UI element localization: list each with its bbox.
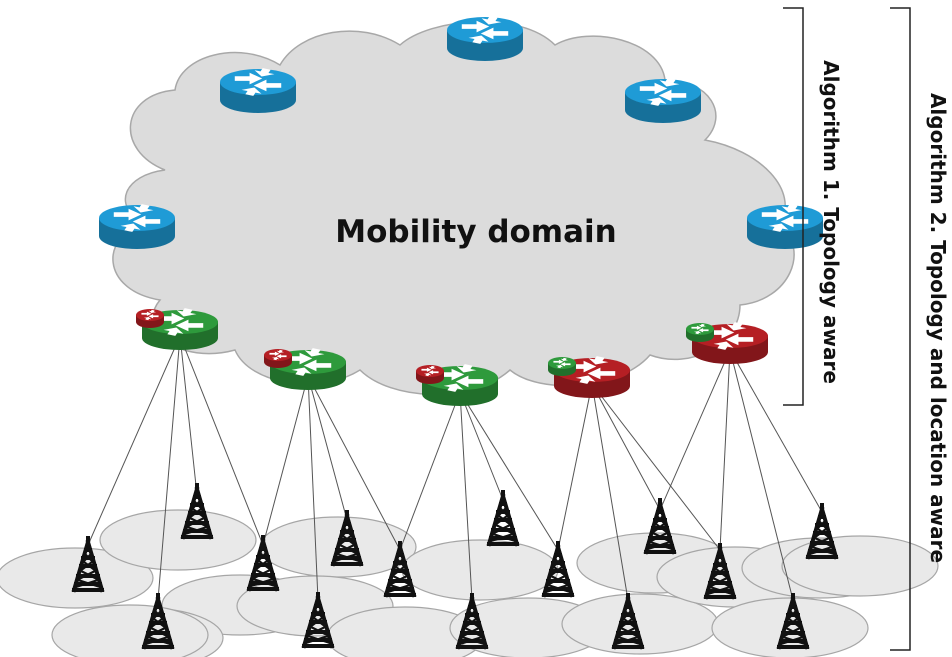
- access-link: [659, 349, 731, 511]
- access-link: [157, 335, 181, 601]
- access-link: [307, 375, 348, 521]
- access-link: [557, 383, 593, 551]
- coverage-cell: [401, 539, 559, 601]
- access-link: [262, 375, 309, 546]
- access-router-icon: [548, 356, 630, 398]
- access-link: [307, 375, 401, 551]
- access-link: [179, 335, 264, 546]
- core-routers: [99, 16, 823, 249]
- access-router-icon: [686, 322, 768, 364]
- core-router-icon: [747, 204, 823, 249]
- access-link: [399, 391, 461, 551]
- mobility-domain-label: Mobility domain: [335, 214, 616, 250]
- access-link: [729, 349, 794, 601]
- access-router-icon: [264, 348, 346, 390]
- access-link: [179, 335, 198, 496]
- tower-icon: [485, 488, 521, 548]
- access-link: [459, 391, 559, 551]
- access-link: [307, 375, 319, 601]
- access-router-badge-icon: [264, 349, 292, 368]
- algorithm-1-label: Algorithm 1. Topology aware: [819, 60, 843, 384]
- coverage-cell: [711, 597, 869, 657]
- tower-icon: [642, 496, 678, 556]
- access-link: [459, 391, 504, 501]
- bracket-algorithm-2: Algorithm 2. Topology and location aware: [890, 7, 950, 651]
- bracket-algorithm-1: Algorithm 1. Topology aware: [783, 7, 843, 406]
- access-router-badge-icon: [416, 365, 444, 384]
- access-router-badge-icon: [136, 309, 164, 328]
- coverage-cell: [99, 509, 257, 571]
- core-router-icon: [625, 78, 701, 123]
- access-link: [729, 349, 823, 513]
- access-link: [591, 383, 721, 551]
- core-router-icon: [447, 16, 523, 61]
- access-link: [591, 383, 661, 511]
- core-router-icon: [99, 204, 175, 249]
- access-link: [87, 335, 181, 546]
- tower-icon: [804, 501, 840, 561]
- access-router-badge-icon: [686, 323, 714, 342]
- access-link: [459, 391, 473, 601]
- access-link: [719, 349, 731, 551]
- access-routers: [136, 308, 768, 406]
- access-link: [591, 383, 629, 601]
- algorithm-2-label: Algorithm 2. Topology and location aware: [926, 93, 950, 563]
- coverage-cells: [0, 509, 939, 657]
- coverage-cell: [781, 535, 939, 597]
- access-router-badge-icon: [548, 357, 576, 376]
- access-router-icon: [136, 308, 218, 350]
- core-router-icon: [220, 68, 296, 113]
- access-router-icon: [416, 364, 498, 406]
- access-links: [87, 335, 823, 601]
